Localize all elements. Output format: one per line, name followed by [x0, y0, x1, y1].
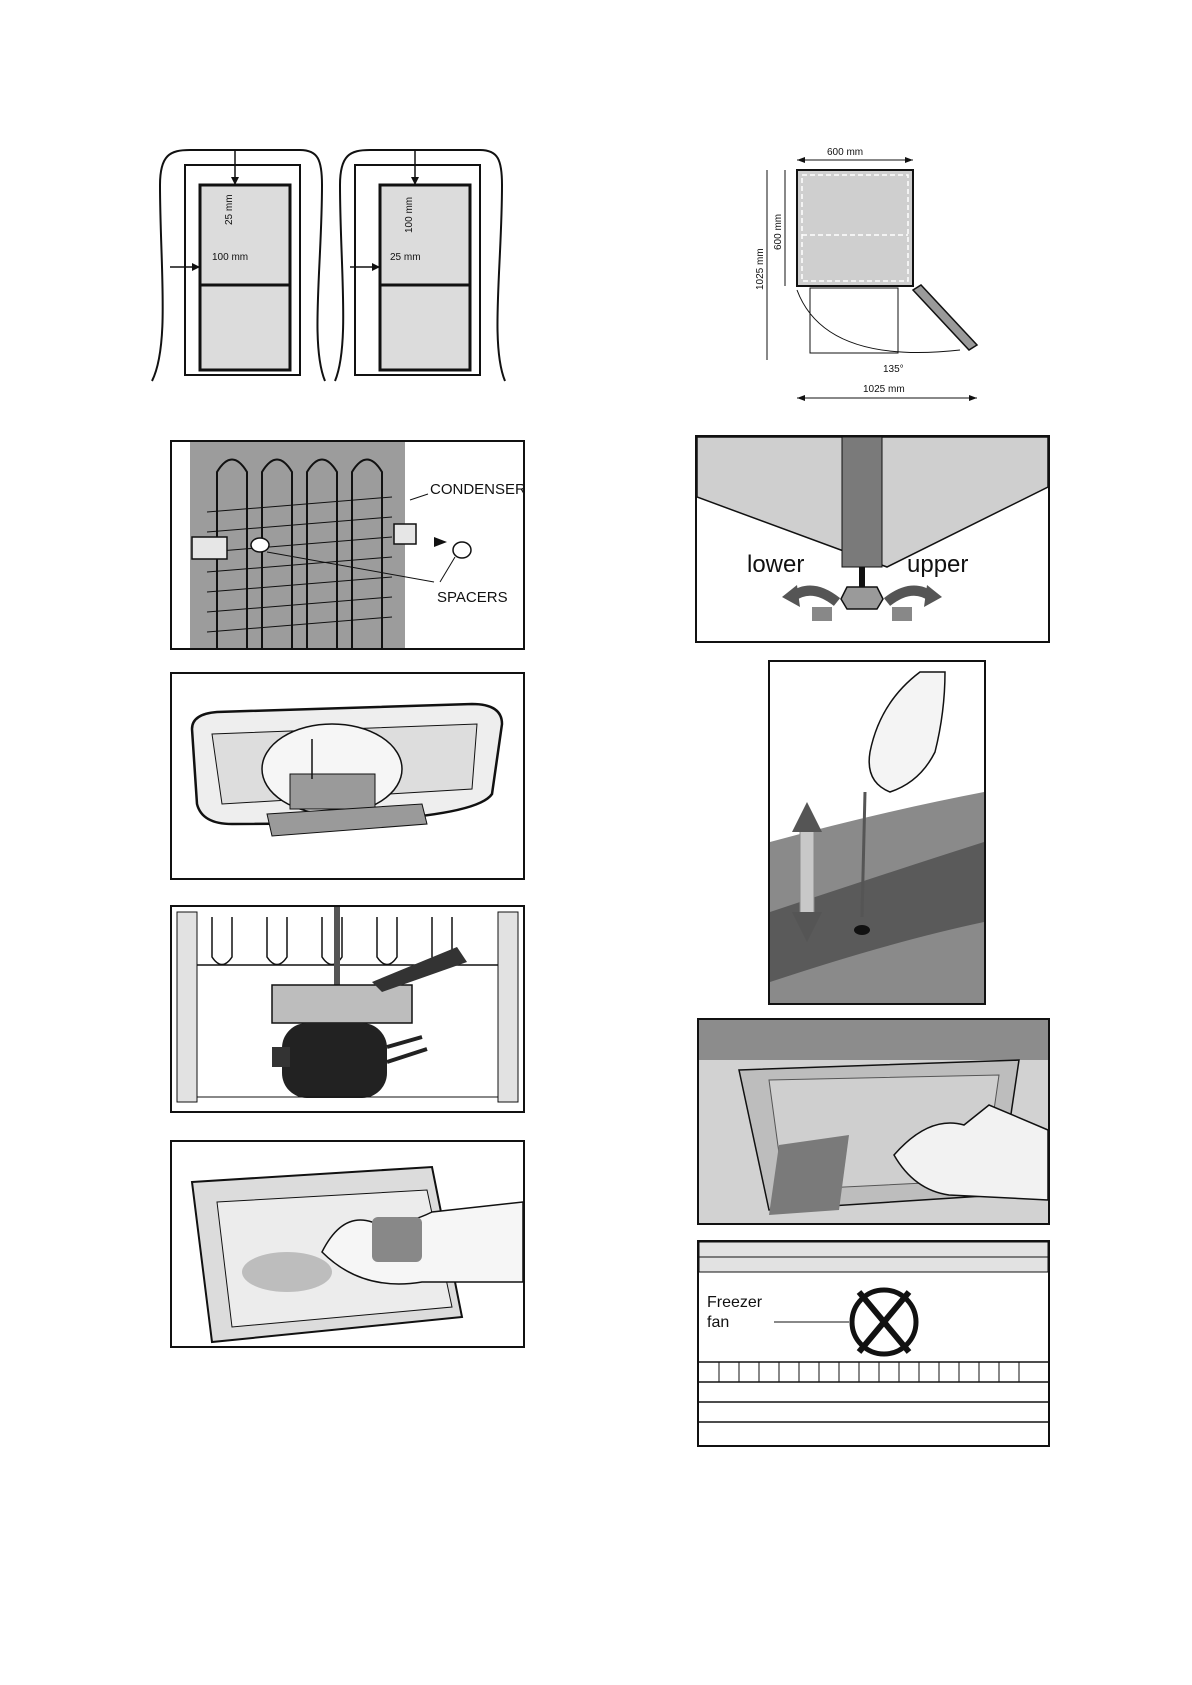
compressor-figure: [170, 905, 525, 1113]
clearance-right-side-label: 25 mm: [390, 252, 421, 263]
leveling-upper-label: upper: [907, 551, 968, 578]
door-width-label: 600 mm: [827, 147, 863, 158]
cleaning-figure: [170, 1140, 525, 1348]
door-swing-width-label: 1025 mm: [863, 384, 905, 395]
clearance-left-side-label: 100 mm: [212, 252, 248, 263]
freezer-fan-figure: Freezer fan: [697, 1240, 1050, 1447]
clearance-diagram: 25 mm 100 mm 100 mm 25 mm: [150, 145, 510, 385]
door-angle-label: 135°: [883, 364, 904, 375]
door-total-depth-label: 1025 mm: [755, 248, 766, 290]
clearance-left-top-label: 25 mm: [224, 194, 235, 225]
drain-hole-figure: [768, 660, 986, 1005]
clearance-right-top-label: 100 mm: [404, 197, 415, 233]
drawer-removal-figure: [697, 1018, 1050, 1225]
leveling-feet-figure: lower upper: [695, 435, 1050, 643]
freezer-fan-label-line2: fan: [707, 1314, 729, 1331]
door-depth-label: 600 mm: [773, 214, 784, 250]
condenser-label: CONDENSER: [430, 481, 523, 498]
leveling-lower-label: lower: [747, 551, 804, 578]
door-swing-plan: 600 mm 600 mm 1025 mm 135° 1025 mm: [755, 140, 985, 420]
drip-tray-figure: [170, 672, 525, 880]
spacers-label: SPACERS: [437, 589, 508, 606]
freezer-fan-label-line1: Freezer: [707, 1294, 763, 1311]
condenser-spacers-figure: CONDENSER SPACERS: [170, 440, 525, 650]
